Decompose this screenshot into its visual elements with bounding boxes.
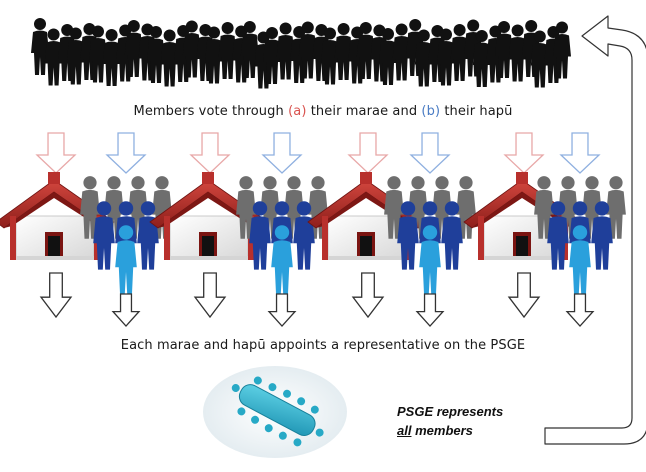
marae-vote-arrow-icon bbox=[347, 132, 389, 174]
hapu-vote-arrow-icon bbox=[409, 132, 451, 174]
marae-appoint-arrow-icon bbox=[193, 272, 227, 319]
psge-represents-note: PSGE represents all members bbox=[397, 402, 503, 440]
hapu-vote-arrow-icon bbox=[261, 132, 303, 174]
hapu-appoint-arrow-icon bbox=[111, 293, 141, 327]
marae-house-icon bbox=[307, 172, 427, 260]
marae-vote-arrow-icon bbox=[35, 132, 77, 174]
members-crowd bbox=[31, 18, 571, 89]
hapu-appoint-arrow-icon bbox=[267, 293, 297, 327]
hapu-people-icon bbox=[80, 176, 172, 294]
marae-house-icon bbox=[0, 172, 115, 260]
appoint-arrows bbox=[39, 272, 595, 327]
marae-appoint-arrow-icon bbox=[39, 272, 73, 319]
marae-vote-arrow-icon bbox=[189, 132, 231, 174]
hapu-appoint-arrow-icon bbox=[415, 293, 445, 327]
caption-part-1: Members vote through bbox=[133, 104, 284, 119]
hapu-people-icon bbox=[236, 176, 328, 294]
boardroom-table-icon bbox=[203, 366, 347, 458]
hapu-vote-arrow-icon bbox=[105, 132, 147, 174]
marae-appoint-arrow-icon bbox=[351, 272, 385, 319]
hapu-appoint-arrow-icon bbox=[565, 293, 595, 327]
tag-a: (a) bbox=[288, 104, 307, 119]
psge-note-line-1: PSGE represents bbox=[397, 404, 504, 419]
psge-note-line-2: all members bbox=[397, 421, 503, 440]
appoint-representative-caption: Each marae and hapū appoints a represent… bbox=[120, 338, 526, 353]
vote-arrows bbox=[35, 132, 601, 174]
hapu-people-icon bbox=[384, 176, 476, 294]
hapu-people-icon bbox=[534, 176, 626, 294]
marae-appoint-arrow-icon bbox=[507, 272, 541, 319]
members-vote-caption: Members vote through (a) their marae and… bbox=[0, 104, 646, 119]
psge-note-members: members bbox=[415, 423, 473, 438]
tag-b: (b) bbox=[421, 104, 441, 119]
marae-hapu-groups bbox=[0, 172, 626, 294]
hapu-vote-arrow-icon bbox=[559, 132, 601, 174]
caption-part-3: their hapū bbox=[444, 104, 513, 119]
caption-part-2: their marae and bbox=[310, 104, 418, 119]
marae-vote-arrow-icon bbox=[503, 132, 545, 174]
psge-note-all: all bbox=[397, 423, 412, 438]
